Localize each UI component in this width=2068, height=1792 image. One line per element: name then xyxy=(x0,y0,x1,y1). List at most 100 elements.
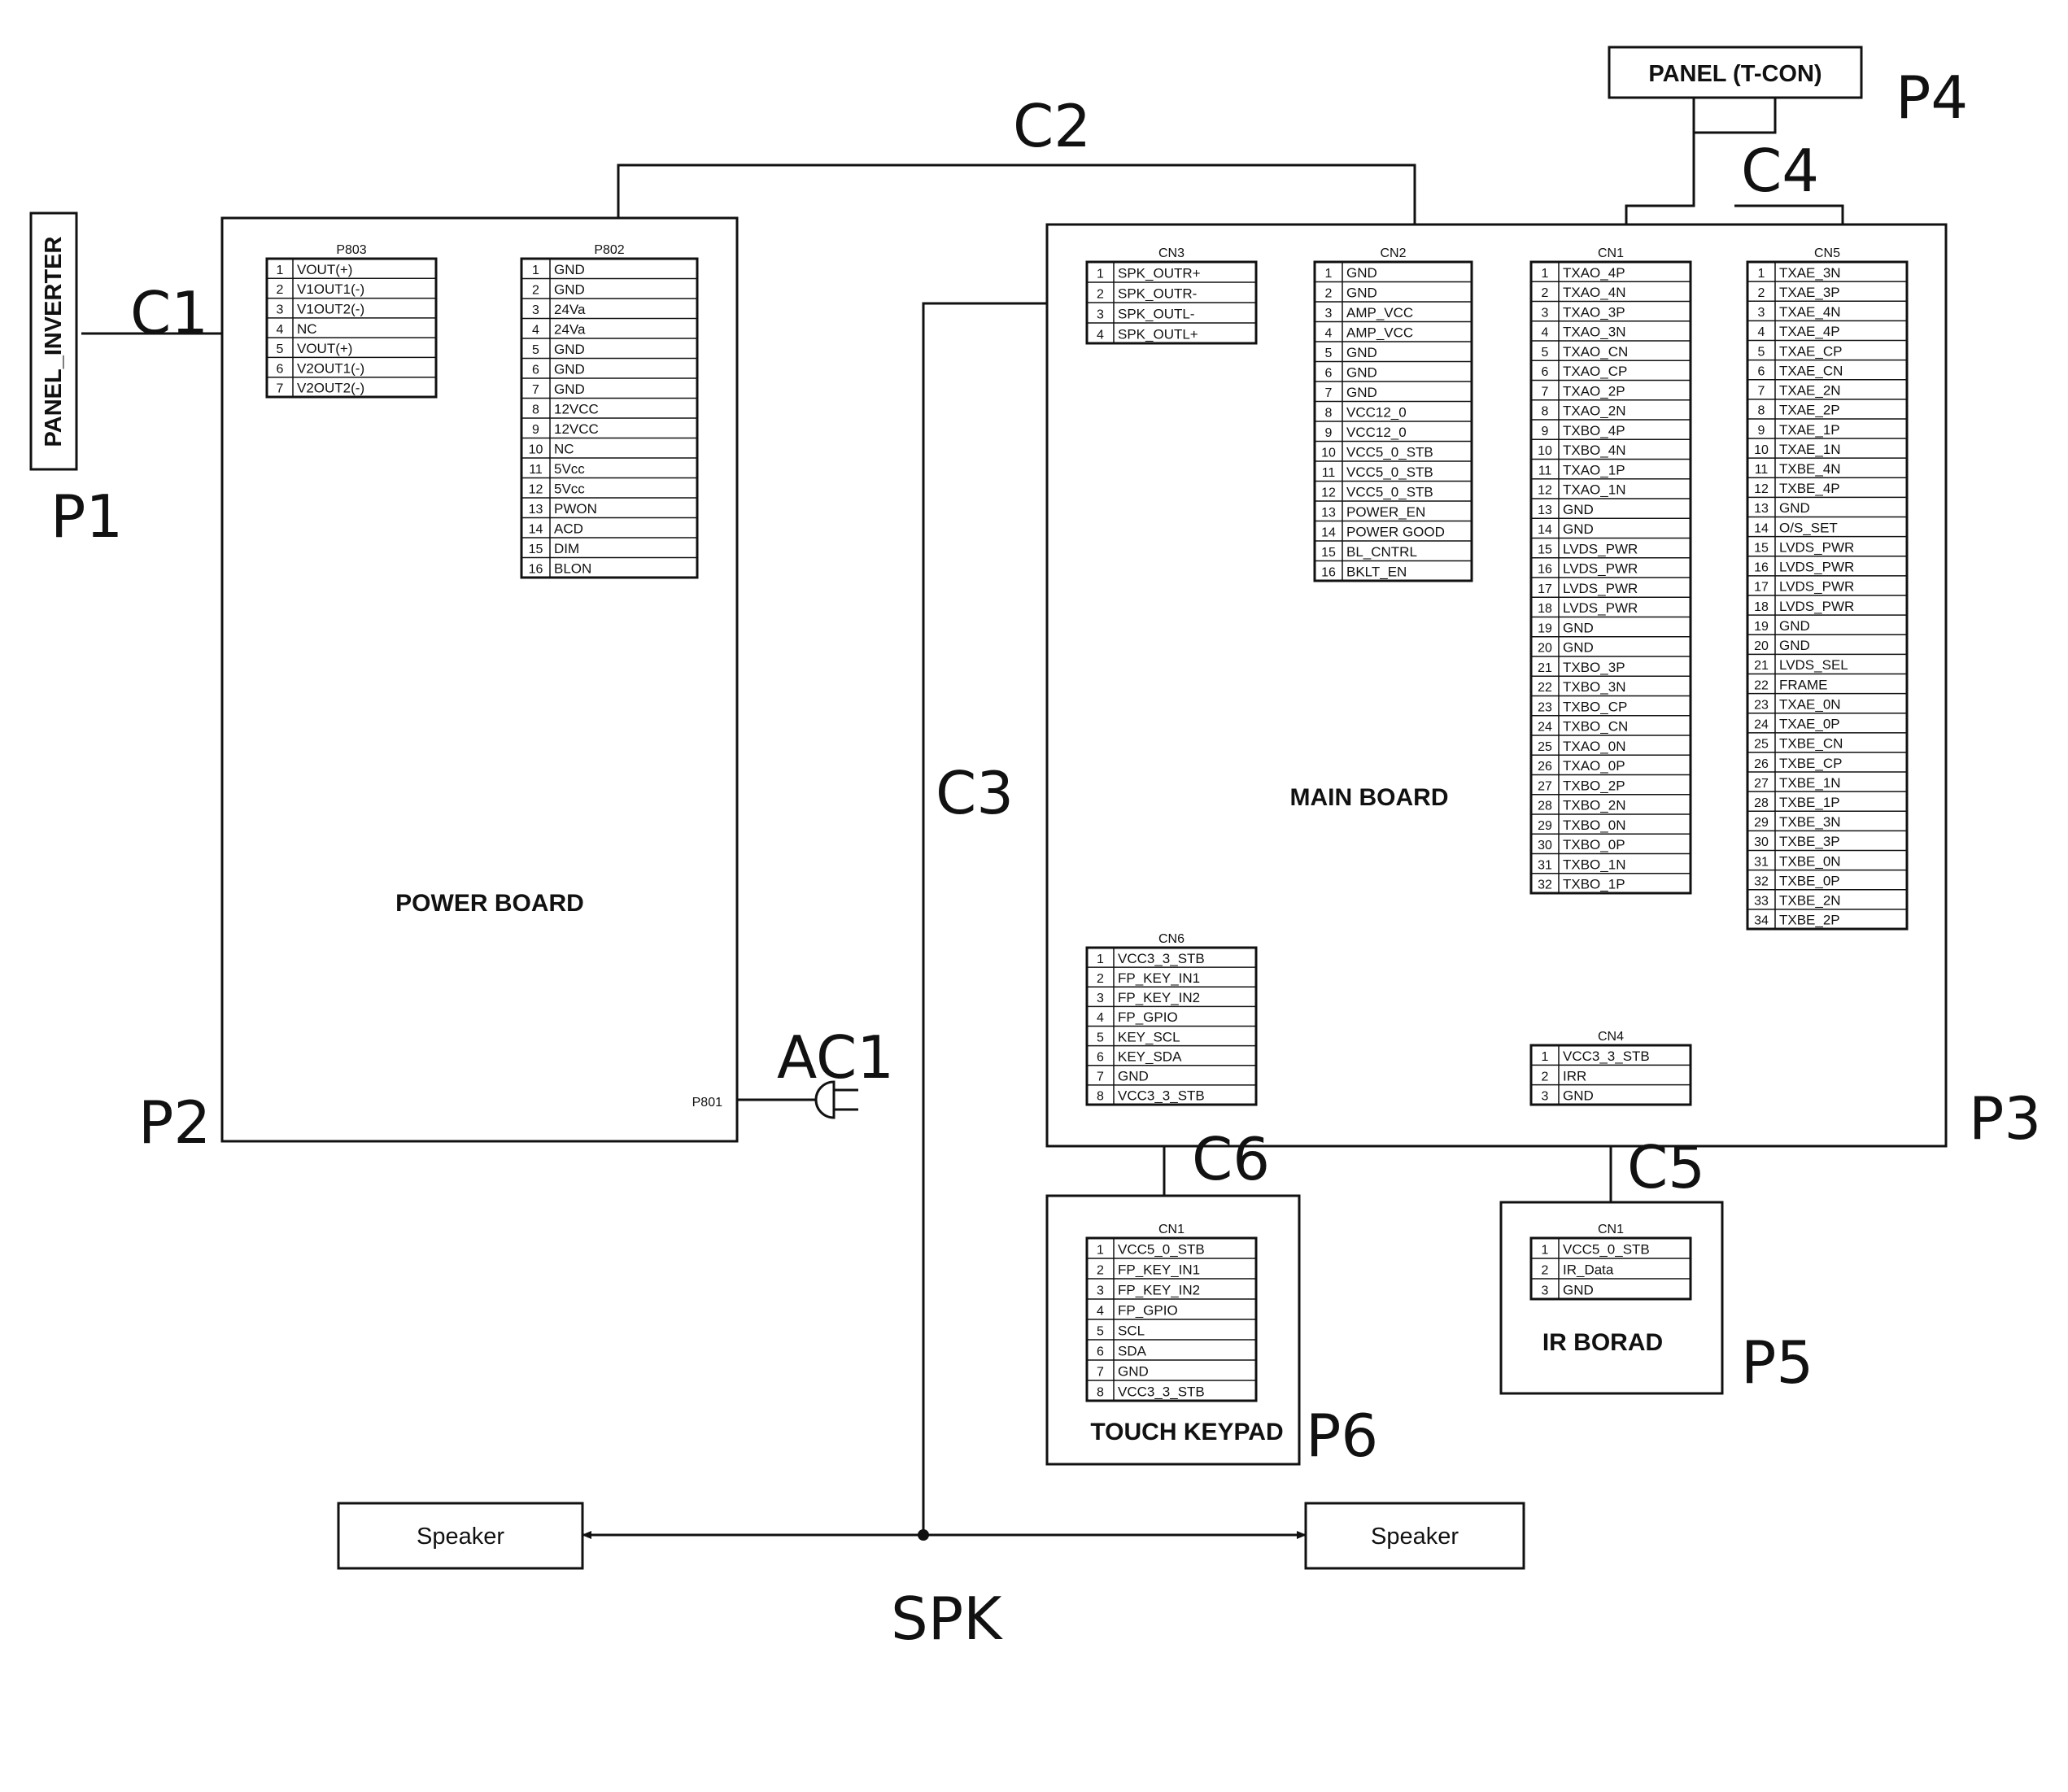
pin-name: NC xyxy=(554,442,574,457)
pin-name: TXAE_CN xyxy=(1779,363,1843,378)
pin-name: ACD xyxy=(554,521,583,537)
pin-name: TXAO_2P xyxy=(1563,383,1625,399)
pin-number: 2 xyxy=(1758,286,1765,300)
pin-name: GND xyxy=(1346,385,1377,400)
pin-number: 2 xyxy=(1542,1070,1549,1083)
pin-number: 2 xyxy=(532,284,539,298)
pin-name: GND xyxy=(1563,1283,1594,1298)
pin-number: 4 xyxy=(1542,326,1549,340)
pin-name: GND xyxy=(1118,1364,1149,1380)
panel-inverter-label: PANEL_INVERTER xyxy=(41,236,67,447)
pin-name: PWON xyxy=(554,501,597,517)
pin-name: LVDS_PWR xyxy=(1779,599,1854,614)
pin-number: 6 xyxy=(1325,367,1333,381)
touch-keypad-title: TOUCH KEYPAD xyxy=(1090,1419,1283,1445)
pin-name: VOUT(+) xyxy=(297,262,352,277)
pin-name: VCC3_3_STB xyxy=(1118,1088,1205,1104)
pin-number: 5 xyxy=(532,343,539,357)
pin-name: GND xyxy=(554,282,585,298)
pin-number: 16 xyxy=(1538,563,1552,577)
pin-name: TXBO_3P xyxy=(1563,660,1625,675)
pin-number: 16 xyxy=(529,563,543,577)
pin-number: 26 xyxy=(1754,757,1769,771)
pin-name: TXBE_4N xyxy=(1779,461,1841,477)
pin-number: 17 xyxy=(1538,582,1552,596)
pin-number: 14 xyxy=(1321,526,1336,540)
pin-number: 9 xyxy=(1758,424,1765,438)
pin-name: TXAO_CN xyxy=(1563,344,1628,360)
pin-number: 10 xyxy=(529,443,543,457)
pin-number: 7 xyxy=(1097,1070,1104,1084)
pin-number: 26 xyxy=(1538,760,1552,774)
pin-name: TXAE_4N xyxy=(1779,304,1841,320)
pin-name: TXBO_4P xyxy=(1563,423,1625,438)
pin-number: 11 xyxy=(1322,466,1336,480)
pin-number: 6 xyxy=(277,362,284,376)
pin-name: TXAO_3N xyxy=(1563,325,1625,340)
pin-number: 14 xyxy=(1754,521,1769,535)
pin-number: 8 xyxy=(1542,405,1549,419)
pin-name: TXAO_CP xyxy=(1563,364,1627,379)
pin-name: TXAO_0P xyxy=(1563,758,1625,774)
pin-name: TXBE_1N xyxy=(1779,775,1841,791)
pin-number: 13 xyxy=(529,503,543,517)
pin-name: TXAE_CP xyxy=(1779,343,1842,359)
connector-title: CN5 xyxy=(1814,246,1840,260)
pin-name: TXAE_0P xyxy=(1779,717,1840,732)
pin-number: 21 xyxy=(1538,661,1552,675)
pin-number: 3 xyxy=(1097,308,1104,322)
pin-number: 1 xyxy=(1097,1244,1104,1258)
pin-number: 6 xyxy=(1758,364,1765,378)
speaker-right-label: Speaker xyxy=(1371,1524,1459,1550)
pin-number: 5 xyxy=(1758,345,1765,359)
pin-number: 9 xyxy=(532,423,539,437)
pin-name: GND xyxy=(1779,500,1810,516)
connector-title: CN1 xyxy=(1598,246,1624,260)
pin-number: 7 xyxy=(1325,386,1333,400)
pin-number: 8 xyxy=(1097,1386,1104,1400)
pin-name: GND xyxy=(554,382,585,397)
speaker-left-label: Speaker xyxy=(417,1524,504,1550)
pin-number: 30 xyxy=(1754,835,1769,849)
pin-number: 24 xyxy=(1754,718,1769,732)
pin-name: BLON xyxy=(554,561,591,577)
pin-number: 19 xyxy=(1754,620,1769,634)
connector-title: P803 xyxy=(336,243,366,257)
pin-name: 24Va xyxy=(554,302,586,317)
pin-number: 7 xyxy=(1097,1366,1104,1380)
pin-name: 12VCC xyxy=(554,421,599,437)
pin-name: SDA xyxy=(1118,1344,1147,1359)
label-p4: P4 xyxy=(1896,63,1968,132)
pin-name: VOUT(+) xyxy=(297,341,352,356)
pin-name: SPK_OUTL+ xyxy=(1118,327,1198,342)
pin-number: 5 xyxy=(277,342,284,356)
pin-name: GND xyxy=(554,342,585,357)
pin-name: TXAE_3N xyxy=(1779,265,1841,281)
pin-number: 2 xyxy=(1097,972,1104,986)
pin-number: 1 xyxy=(1325,267,1333,281)
connector-title: CN3 xyxy=(1158,246,1185,260)
pin-number: 31 xyxy=(1538,858,1552,872)
pin-number: 2 xyxy=(1325,287,1333,301)
pin-name: TXAO_1N xyxy=(1563,482,1625,498)
pin-number: 7 xyxy=(277,382,284,396)
pin-number: 6 xyxy=(1097,1050,1104,1064)
pin-name: GND xyxy=(1563,1088,1594,1104)
pin-name: O/S_SET xyxy=(1779,520,1838,535)
pin-name: TXBO_0N xyxy=(1563,818,1625,833)
pin-number: 12 xyxy=(529,483,543,497)
pin-name: IRR xyxy=(1563,1068,1586,1083)
pin-name: GND xyxy=(1779,618,1810,634)
pin-number: 22 xyxy=(1754,678,1769,692)
pin-number: 1 xyxy=(1542,1050,1549,1064)
pin-name: 24Va xyxy=(554,322,586,338)
pin-name: VCC5_0_STB xyxy=(1346,445,1433,460)
connector-title: CN6 xyxy=(1158,932,1185,946)
pin-name: FRAME xyxy=(1779,677,1828,692)
pin-number: 12 xyxy=(1538,484,1552,498)
pin-name: TXAE_1P xyxy=(1779,422,1840,438)
